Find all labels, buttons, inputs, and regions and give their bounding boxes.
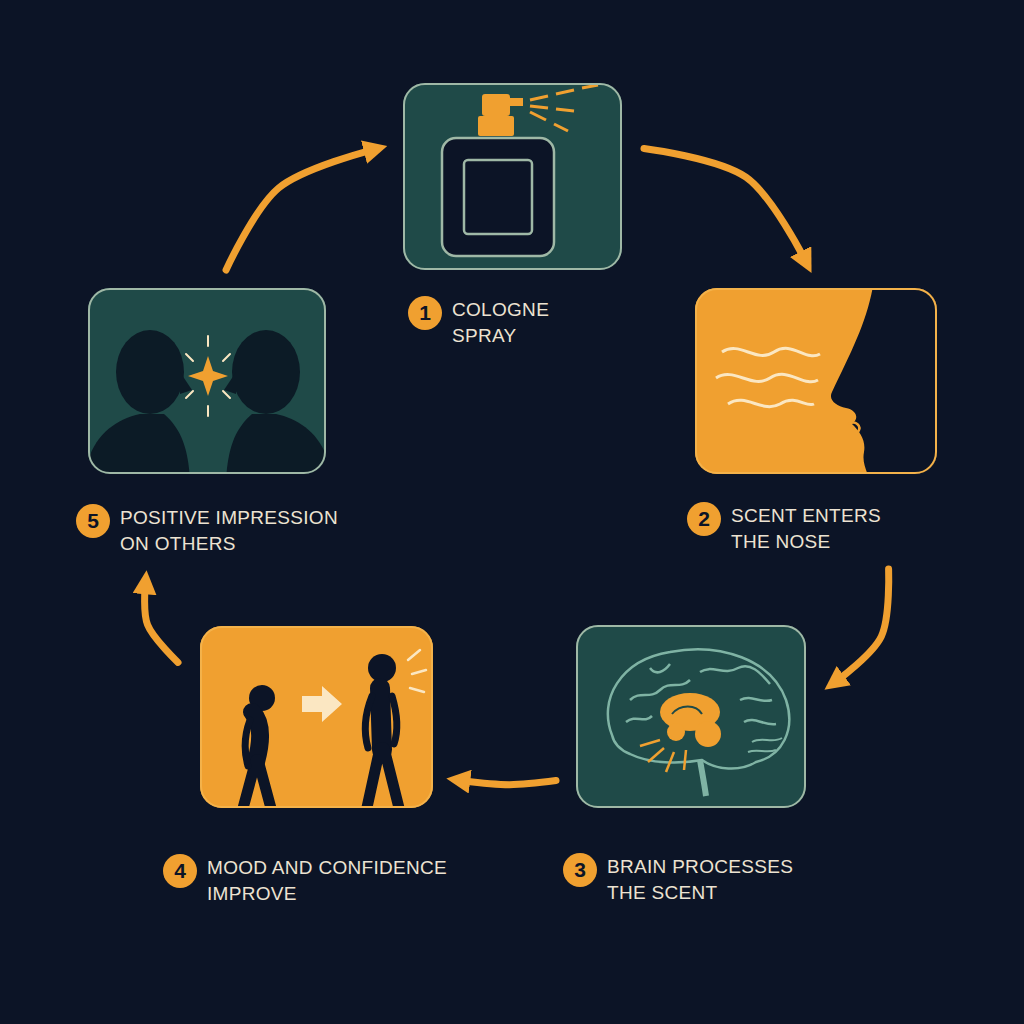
step-box — [576, 625, 806, 808]
nose-illustration-part-part — [728, 400, 814, 406]
cycle-arrow — [145, 587, 178, 662]
step-box — [88, 288, 326, 474]
brain-illustration-part-part — [695, 721, 721, 747]
impression-illustration-part-part-part — [223, 391, 230, 398]
brain-illustration-part-part — [684, 750, 686, 770]
step-number: 2 — [687, 502, 721, 536]
nose-illustration-part-part — [722, 348, 820, 355]
impression-illustration-part-part-part — [223, 354, 230, 361]
cycle-step: 2SCENT ENTERS THE NOSE — [695, 288, 937, 474]
cycle-arrow — [463, 781, 556, 785]
confidence-illustration-part-part — [410, 688, 424, 692]
confidence-illustration-part-part — [366, 748, 400, 808]
cologne-illustration-part-part — [509, 98, 523, 106]
brain-illustration-part-part — [740, 698, 772, 701]
impression-illustration-part-part — [116, 330, 184, 414]
step-caption: 2 SCENT ENTERS THE NOSE — [687, 502, 903, 555]
brain-illustration-part — [608, 649, 789, 796]
cycle-step: 5POSITIVE IMPRESSION ON OTHERS — [88, 288, 326, 474]
impression-illustration-part-part-part — [186, 391, 193, 398]
brain-illustration-part-part — [700, 760, 706, 796]
step-label: COLOGNE SPRAY — [452, 296, 564, 349]
cycle-arrow — [644, 148, 804, 258]
cologne-illustration-part-part — [442, 138, 554, 256]
brain-illustration-part-part — [650, 664, 670, 672]
impression-illustration-part-part — [188, 356, 228, 396]
impression-illustration-part — [88, 330, 326, 474]
nose-illustration-part-part — [848, 423, 859, 432]
confidence-illustration-part-part — [412, 670, 426, 674]
step-label: SCENT ENTERS THE NOSE — [731, 502, 903, 555]
step-caption: 4 MOOD AND CONFIDENCE IMPROVE — [163, 854, 459, 907]
brain-illustration-part-part — [667, 723, 685, 741]
impression-illustration-part-part — [88, 414, 190, 474]
step-number: 4 — [163, 854, 197, 888]
brain-illustration-part-part — [744, 720, 776, 724]
nose-illustration-part-part — [831, 288, 937, 474]
confidence-illustration-part-part — [365, 696, 372, 748]
impression-illustration-part-part — [186, 336, 230, 416]
cologne-illustration-part-part — [554, 124, 568, 131]
confidence-illustration-part-part — [302, 686, 342, 722]
step-number: 5 — [76, 504, 110, 538]
confidence-illustration-part-part — [408, 650, 420, 660]
brain-illustration-part-part — [700, 666, 770, 684]
step-box — [200, 626, 433, 808]
nose-illustration — [695, 280, 945, 480]
confidence-illustration-part — [242, 650, 426, 808]
cologne-illustration-part-part — [530, 106, 548, 108]
step-label: MOOD AND CONFIDENCE IMPROVE — [207, 854, 459, 907]
impression-illustration-part-part-part — [186, 354, 193, 361]
impression-illustration — [84, 288, 332, 480]
cologne-illustration-part-part — [582, 85, 598, 88]
cologne-illustration-part — [403, 83, 622, 270]
cycle-step: 3BRAIN PROCESSES THE SCENT — [576, 625, 806, 808]
confidence-illustration-part-part — [380, 688, 382, 750]
brain-illustration-part-part — [672, 707, 702, 715]
impression-illustration-part-part — [226, 414, 326, 474]
step-number: 1 — [408, 296, 442, 330]
cologne-illustration-part-part — [556, 90, 574, 94]
cologne-illustration-part-part — [478, 116, 514, 136]
brain-illustration-part — [576, 625, 806, 808]
cycle-step: 1COLOGNE SPRAY — [403, 83, 622, 270]
impression-illustration-part-part-part — [207, 406, 209, 416]
cycle-arrow — [838, 569, 889, 680]
cologne-illustration-part-part — [530, 96, 548, 100]
confidence-illustration-part-part — [245, 720, 250, 766]
cologne-illustration-part-part — [556, 109, 574, 111]
impression-illustration-part-part-part — [207, 336, 209, 346]
cologne-illustration-part-part — [530, 112, 546, 120]
brain-illustration-part-part — [666, 752, 674, 772]
cologne-illustration-part — [442, 85, 598, 256]
brain-illustration-part-part — [648, 748, 664, 762]
step-number: 3 — [563, 853, 597, 887]
step-caption: 3 BRAIN PROCESSES THE SCENT — [563, 853, 809, 906]
brain-illustration-part-part — [748, 738, 782, 752]
step-label: POSITIVE IMPRESSION ON OTHERS — [120, 504, 368, 557]
step-box — [403, 83, 622, 270]
brain-illustration — [576, 625, 806, 808]
nose-illustration-part-part — [716, 374, 818, 381]
cologne-illustration-part-part — [464, 160, 532, 234]
confidence-illustration-part — [200, 626, 433, 808]
brain-illustration-part-part — [640, 740, 660, 746]
step-label: BRAIN PROCESSES THE SCENT — [607, 853, 809, 906]
impression-illustration-part-part — [232, 330, 300, 414]
step-caption: 5 POSITIVE IMPRESSION ON OTHERS — [76, 504, 368, 557]
brain-illustration-part-part — [608, 649, 789, 768]
confidence-illustration-part-part — [368, 654, 396, 682]
cologne-illustration — [403, 83, 622, 270]
cycle-arrow — [226, 150, 371, 270]
nose-illustration-part — [716, 288, 937, 474]
cologne-illustration-part-part — [482, 94, 510, 116]
step-caption: 1 COLOGNE SPRAY — [408, 296, 564, 349]
confidence-illustration-part-part — [392, 696, 397, 744]
brain-illustration-part-part — [626, 716, 652, 722]
confidence-illustration — [200, 626, 433, 812]
step-box — [695, 288, 937, 474]
cycle-step: 4MOOD AND CONFIDENCE IMPROVE — [200, 626, 433, 808]
